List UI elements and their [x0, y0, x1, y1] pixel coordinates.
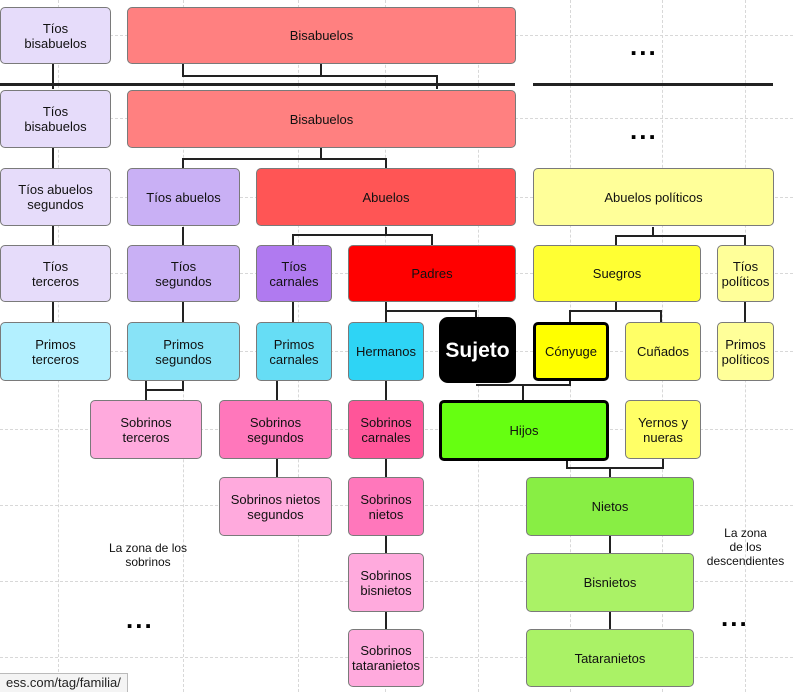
- node-sobrinos-carnales: Sobrinos carnales: [348, 400, 424, 459]
- connector-line: [566, 467, 664, 469]
- connector-line: [569, 310, 662, 312]
- connector-line: [609, 536, 611, 553]
- row-separator: [533, 83, 773, 86]
- connector-line: [385, 158, 387, 168]
- connector-line: [182, 158, 184, 168]
- node-suegros: Suegros: [533, 245, 701, 302]
- node-sobrinos-tataranietos: Sobrinos tataranietos: [348, 629, 424, 687]
- connector-line: [385, 310, 477, 312]
- url-fragment: ess.com/tag/familia/: [0, 673, 128, 692]
- node-sobrinos-segundos: Sobrinos segundos: [219, 400, 332, 459]
- node-hermanos: Hermanos: [348, 322, 424, 381]
- zone-label-descendientes: La zona de los descendientes: [706, 526, 785, 568]
- node-hijos: Hijos: [439, 400, 609, 461]
- node-cunados: Cuñados: [625, 322, 701, 381]
- connector-line: [522, 384, 524, 400]
- connector-line: [182, 227, 184, 245]
- node-abuelos-politicos: Abuelos políticos: [533, 168, 774, 226]
- connector-line: [145, 389, 183, 391]
- connector-line: [744, 235, 746, 245]
- node-tios-abuelos: Tíos abuelos: [127, 168, 240, 226]
- ellipsis-continuation: ...: [721, 602, 749, 632]
- node-sobrinos-terceros: Sobrinos terceros: [90, 400, 202, 459]
- node-padres: Padres: [348, 245, 516, 302]
- node-tios-carnales: Tíos carnales: [256, 245, 332, 302]
- connector-line: [320, 148, 322, 159]
- node-primos-carnales: Primos carnales: [256, 322, 332, 381]
- connector-line: [662, 459, 664, 469]
- connector-line: [615, 302, 617, 311]
- connector-line: [566, 461, 568, 469]
- connector-line: [615, 235, 617, 245]
- connector-line: [569, 381, 571, 386]
- node-primos-politicos: Primos políticos: [717, 322, 774, 381]
- node-tios-politicos: Tíos políticos: [717, 245, 774, 302]
- connector-line: [182, 75, 438, 77]
- connector-line: [276, 459, 278, 477]
- node-tios-segundos: Tíos segundos: [127, 245, 240, 302]
- node-tios-terceros: Tíos terceros: [0, 245, 111, 302]
- connector-line: [320, 64, 322, 76]
- node-primos-terceros: Primos terceros: [0, 322, 111, 381]
- connector-line: [385, 302, 387, 311]
- connector-line: [385, 381, 387, 400]
- connector-line: [145, 381, 147, 390]
- connector-line: [652, 227, 654, 236]
- connector-line: [609, 612, 611, 629]
- connector-line: [475, 310, 477, 318]
- connector-line: [385, 227, 387, 235]
- connector-line: [292, 302, 294, 322]
- connector-line: [615, 235, 746, 237]
- connector-line: [145, 389, 147, 400]
- connector-line: [385, 612, 387, 629]
- connector-line: [182, 381, 184, 391]
- node-sobrinos-bisnietos: Sobrinos bisnietos: [348, 553, 424, 612]
- connector-line: [52, 226, 54, 245]
- connector-line: [182, 302, 184, 322]
- node-yernos-nueras: Yernos y nueras: [625, 400, 701, 459]
- row-separator: [0, 83, 515, 86]
- connector-line: [385, 310, 387, 322]
- zone-label-sobrinos: La zona de los sobrinos: [108, 541, 188, 569]
- node-sujeto: Sujeto: [439, 317, 516, 383]
- node-sobrinos-nietos: Sobrinos nietos: [348, 477, 424, 536]
- connector-line: [609, 467, 611, 477]
- ellipsis-continuation: ...: [630, 31, 658, 61]
- connector-line: [744, 302, 746, 322]
- connector-line: [431, 234, 433, 245]
- node-abuelos: Abuelos: [256, 168, 516, 226]
- connector-line: [52, 302, 54, 322]
- ellipsis-continuation: ...: [630, 115, 658, 145]
- connector-line: [660, 310, 662, 322]
- node-conyuge: Cónyuge: [533, 322, 609, 381]
- ellipsis-continuation: ...: [126, 604, 154, 634]
- connector-line: [52, 148, 54, 169]
- connector-line: [52, 64, 54, 89]
- node-bisabuelos: Bisabuelos: [127, 7, 516, 64]
- node-tataranietos: Tataranietos: [526, 629, 694, 687]
- connector-line: [182, 64, 184, 76]
- node-bisabuelos: Bisabuelos: [127, 90, 516, 148]
- node-primos-segundos: Primos segundos: [127, 322, 240, 381]
- node-tios-bisabuelos: Tíos bisabuelos: [0, 7, 111, 64]
- connector-line: [292, 234, 294, 245]
- connector-line: [385, 536, 387, 553]
- node-tios-abuelos-segundos: Tíos abuelos segundos: [0, 168, 111, 226]
- node-bisnietos: Bisnietos: [526, 553, 694, 612]
- connector-line: [182, 158, 386, 160]
- node-tios-bisabuelos: Tíos bisabuelos: [0, 90, 111, 148]
- connector-line: [385, 459, 387, 477]
- connector-line: [569, 310, 571, 322]
- connector-line: [436, 75, 438, 89]
- node-nietos: Nietos: [526, 477, 694, 536]
- connector-line: [276, 381, 278, 400]
- node-sobrinos-nietos-segundos: Sobrinos nietos segundos: [219, 477, 332, 536]
- connector-line: [292, 234, 432, 236]
